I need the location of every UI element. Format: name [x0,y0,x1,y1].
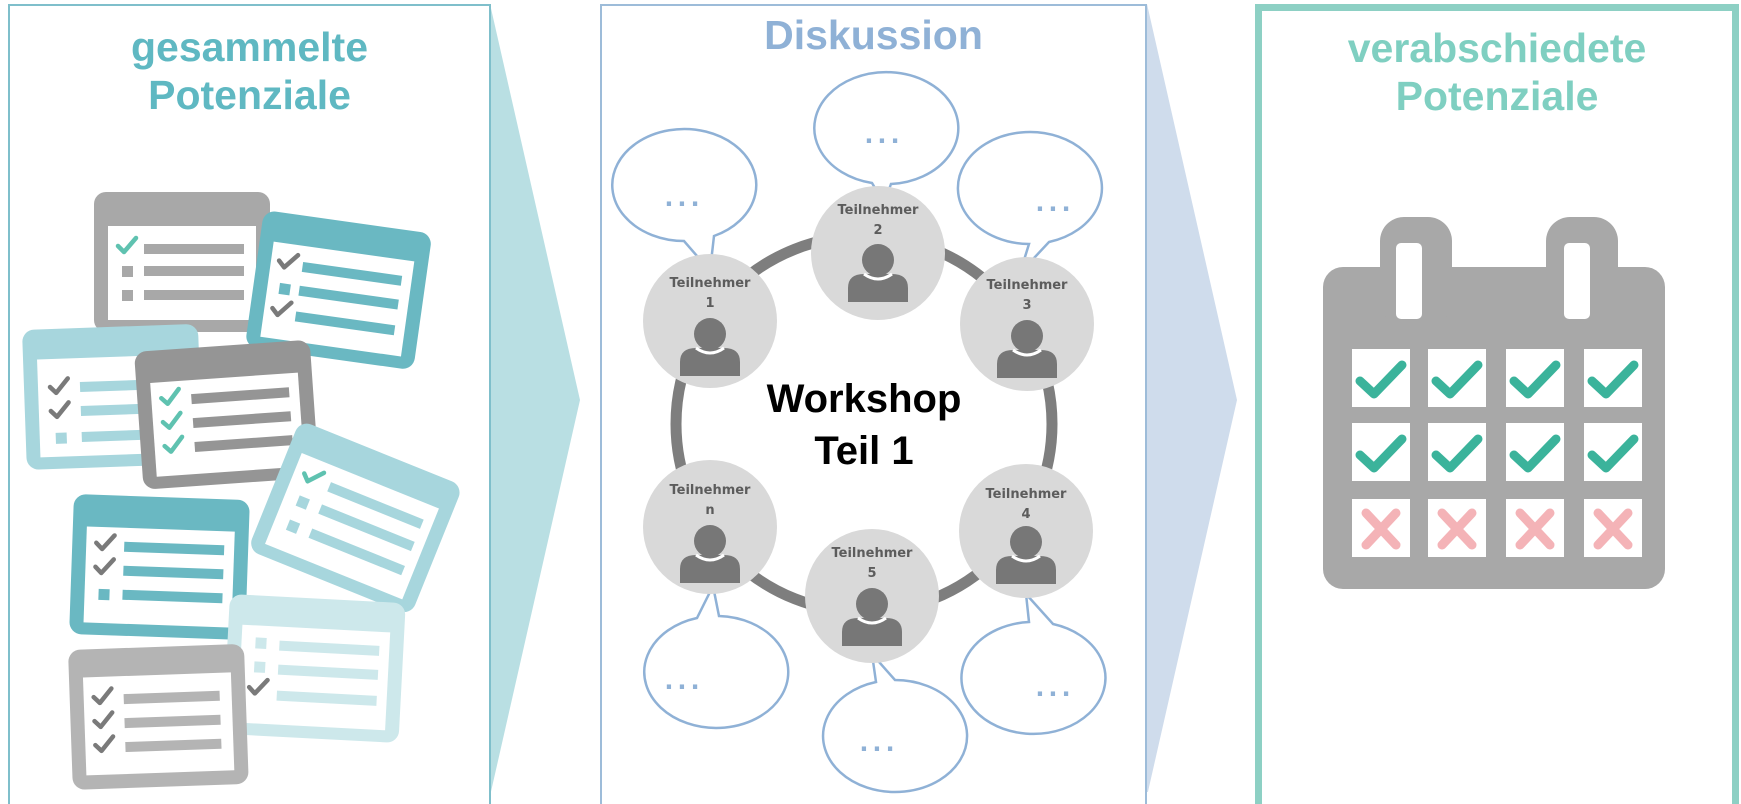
checklist-card-gray-top [94,192,270,332]
cross-icon [1515,508,1555,550]
checklist-cards-illustration [22,192,460,790]
speech-bubble-1 [611,127,758,274]
panel-title-approved: verabschiedete Potenziale [1347,25,1647,119]
bubble-text-3: ... [1035,189,1074,217]
speech-bubble-5 [821,650,969,794]
bubble-text-4: ... [1035,674,1074,702]
participant-2: Teilnehmer 2 [811,186,945,320]
speech-bubble-n [643,582,790,730]
speech-bubble-3 [956,130,1104,274]
check-icon [1509,434,1561,473]
panel-discussion: Diskussion ... ... ... ... ... ... [600,4,1147,804]
workshop-discussion-diagram: ... ... ... ... ... ... Teilnehmer 1 Tei… [611,70,1107,794]
svg-text:4: 4 [1021,507,1030,522]
bubble-text-5: ... [859,729,898,757]
panel-collected-potentials: gesammelte Potenziale [8,4,491,804]
cross-icon [1361,508,1401,550]
cross-icon [1437,508,1477,550]
svg-text:Teilnehmer: Teilnehmer [670,483,752,498]
svg-text:2: 2 [873,223,882,238]
cross-icon [1593,508,1633,550]
check-icon [1431,360,1483,399]
speech-bubble-2 [813,70,960,206]
svg-text:Teilnehmer: Teilnehmer [838,203,920,218]
svg-text:Teilnehmer: Teilnehmer [986,487,1068,502]
checklist-card-teal-bottom [69,494,250,640]
checklist-card-teal-top [246,211,431,369]
check-icon [1587,434,1639,473]
panel-title-collected: gesammelte Potenziale [130,24,368,118]
participant-3: Teilnehmer 3 [960,257,1094,391]
svg-text:Teilnehmer: Teilnehmer [670,276,752,291]
svg-text:Teilnehmer: Teilnehmer [987,278,1069,293]
checklist-card-lightteal-right [251,423,460,613]
bubble-text-n: ... [664,667,703,695]
participant-4: Teilnehmer 4 [959,464,1093,598]
panel-title-discussion: Diskussion [764,12,983,58]
check-icon [1431,434,1483,473]
calendar-icon [1323,217,1665,589]
checklist-card-gray-bottom [68,644,249,790]
participant-1: Teilnehmer 1 [643,254,777,388]
arrow-collected-to-discussion [490,4,580,792]
svg-text:1: 1 [705,296,714,311]
checklist-card-palet-bottom [223,594,406,743]
arrow-discussion-to-approved [1147,4,1237,792]
workshop-title-line2: Teil 1 [814,429,913,473]
workshop-title-line1: Workshop [767,377,962,421]
svg-text:5: 5 [867,566,876,581]
svg-text:Teilnehmer: Teilnehmer [832,546,914,561]
participant-n: Teilnehmer n [643,460,777,594]
check-icon [1355,434,1407,473]
check-icon [1355,360,1407,399]
check-icon [1587,360,1639,399]
checklist-card-gray-middle [134,340,319,489]
participant-5: Teilnehmer 5 [805,529,939,663]
svg-text:n: n [705,503,714,518]
bubble-text-2: ... [864,121,903,149]
speech-bubble-4 [960,590,1107,736]
bubble-text-1: ... [664,184,703,212]
svg-text:3: 3 [1022,298,1031,313]
check-icon [1509,360,1561,399]
panel-approved-potentials: verabschiedete Potenziale [1255,4,1739,804]
